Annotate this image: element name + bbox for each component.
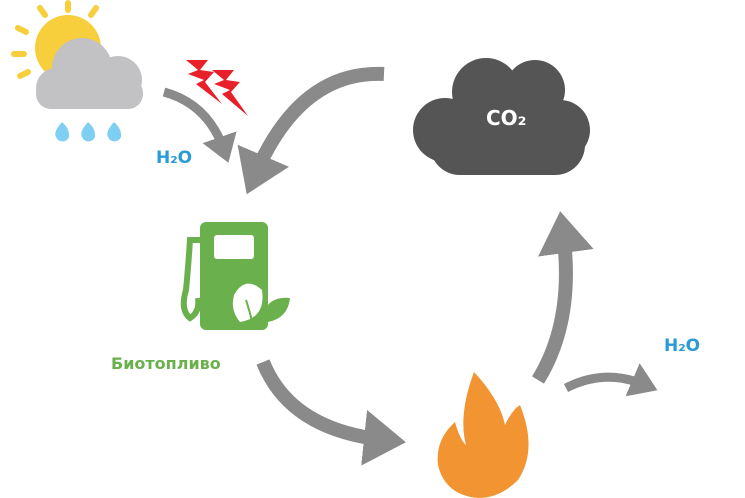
rain-cloud-icon [36, 38, 143, 109]
fuel-to-flame-arrow [256, 359, 406, 466]
biofuel-label: Биотопливо [111, 354, 221, 373]
lightning-icon [186, 60, 248, 116]
co2-cloud-icon [413, 58, 590, 175]
co2-to-fuel-arrow [237, 66, 385, 195]
raindrops-icon [55, 122, 122, 142]
leaf-icon [232, 283, 290, 323]
flame-to-co2-arrow [532, 211, 594, 384]
co2-label: CO₂ [486, 106, 527, 130]
water-label-output: H₂O [664, 336, 701, 356]
water-out-arrow [563, 363, 658, 397]
flame-icon [437, 372, 529, 498]
rain-arrow [162, 87, 237, 163]
cycle-arrows [162, 66, 658, 466]
fuel-pump-icon [180, 222, 290, 330]
water-label-rain: H₂O [156, 148, 193, 168]
